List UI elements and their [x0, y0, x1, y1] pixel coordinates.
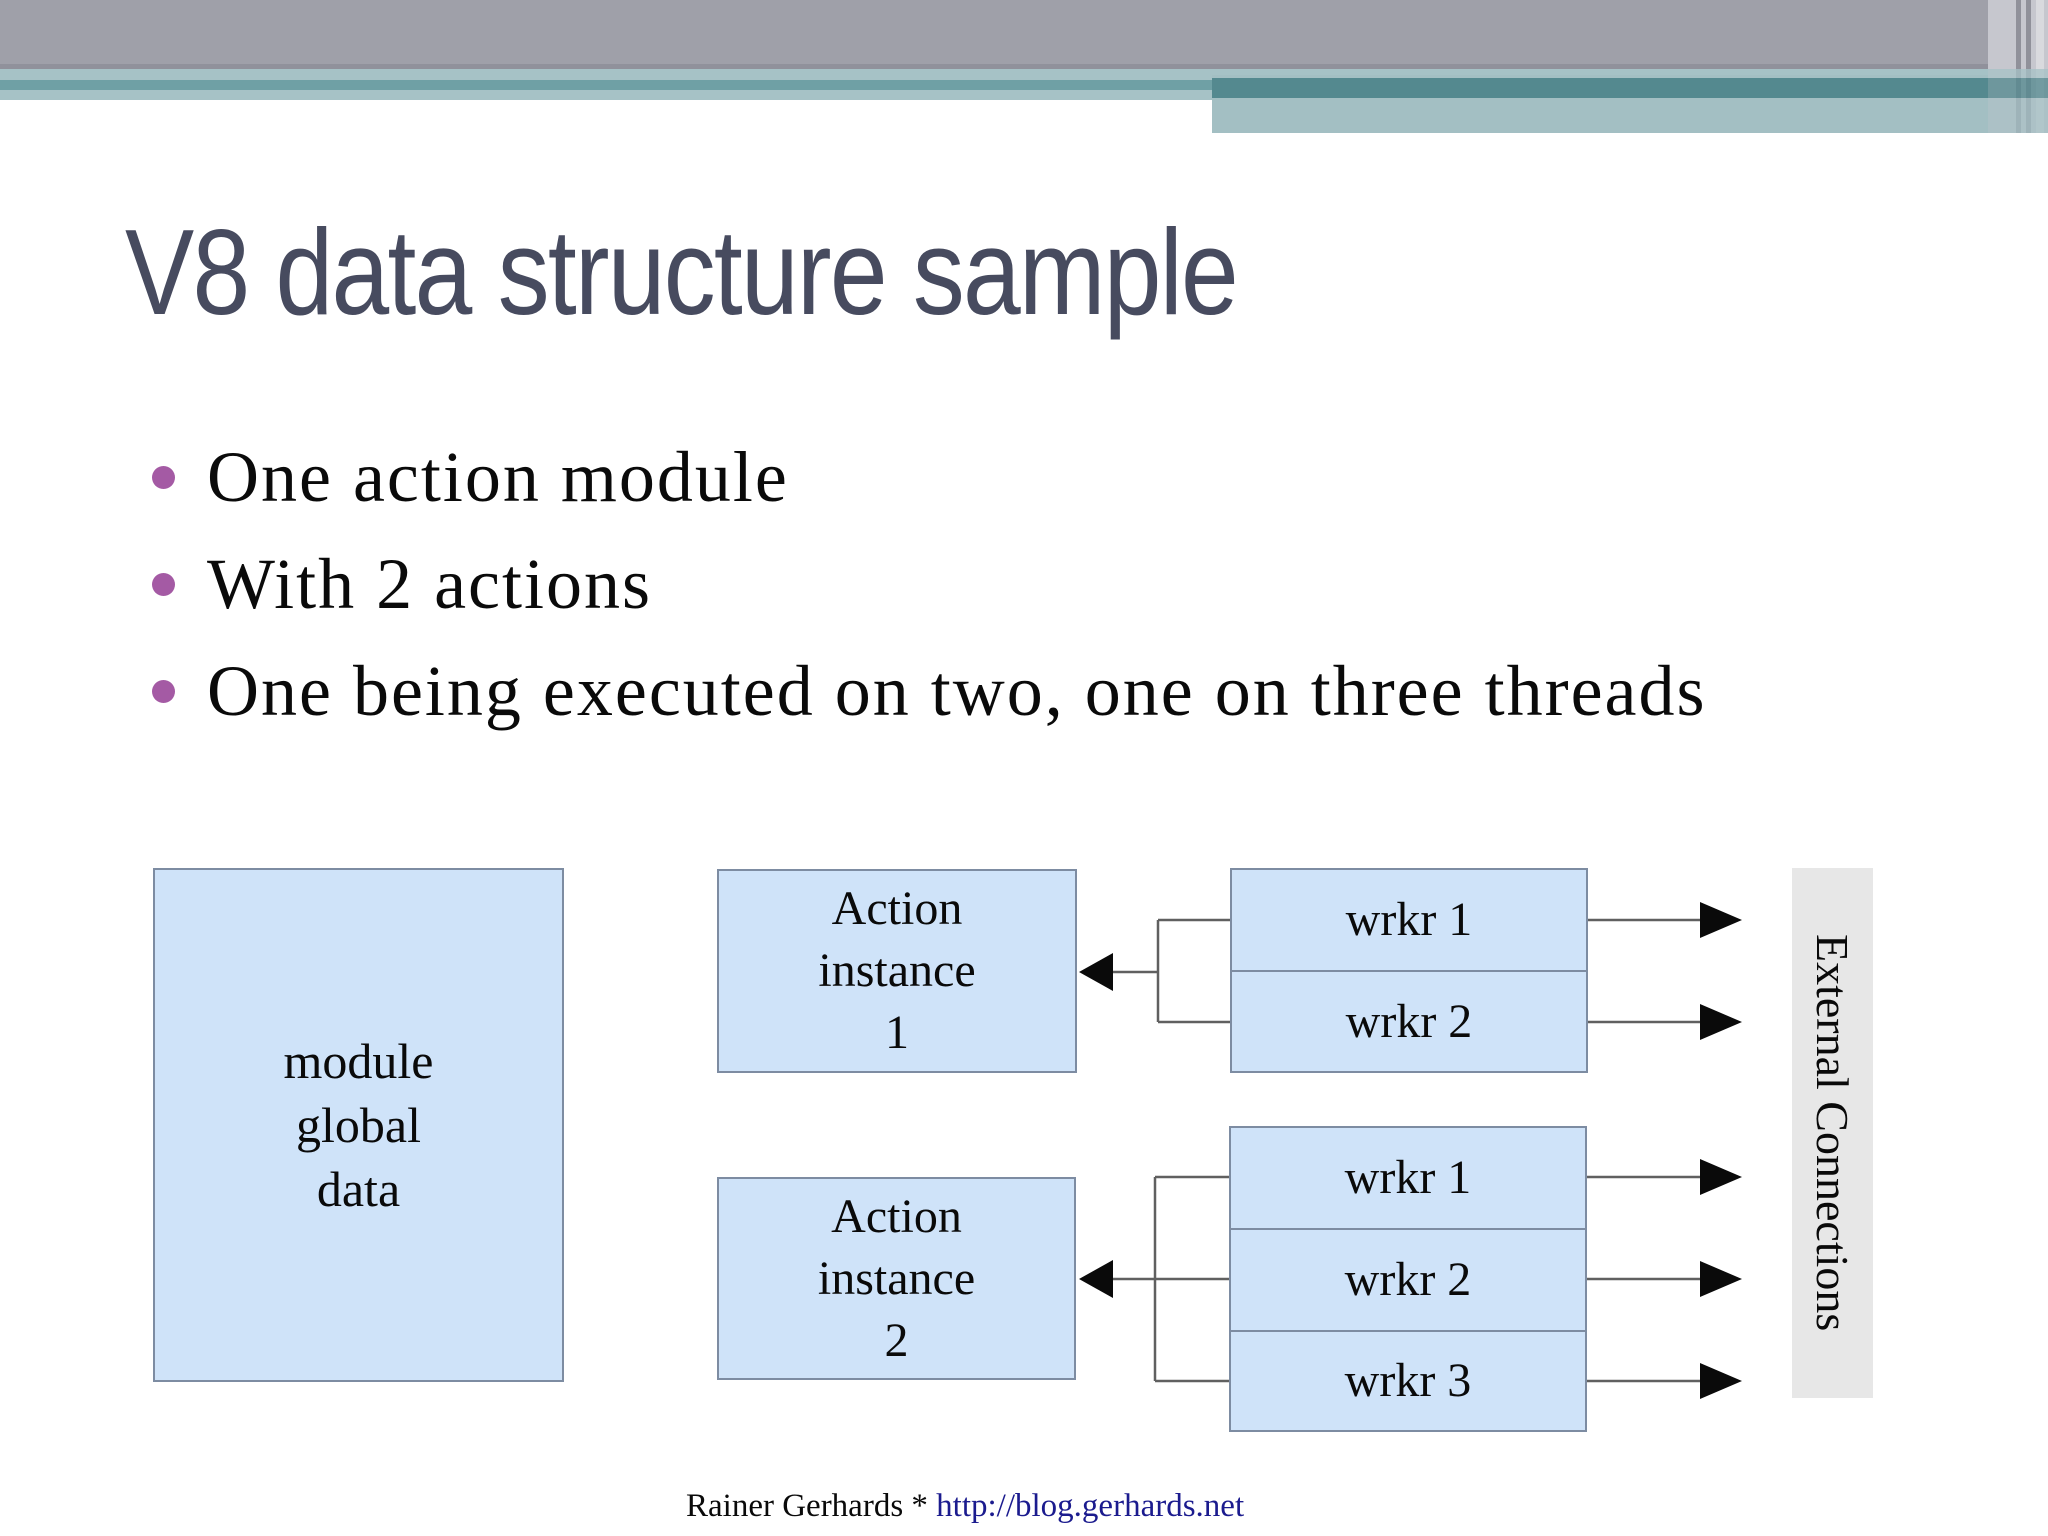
bullet-dot-icon — [152, 466, 175, 489]
bullet-text: One action module — [207, 437, 789, 517]
bullet-list: One action module With 2 actions One bei… — [152, 424, 1707, 745]
module-box-label-line: global — [296, 1097, 421, 1153]
group2-worker-2-box: wrkr 2 — [1229, 1228, 1587, 1332]
header-stripe-teal-tint — [1988, 98, 2048, 133]
header-vertical-stripe — [2036, 0, 2044, 133]
action-instance-2-label-line: 2 — [884, 1313, 909, 1367]
group1-worker-1-box: wrkr 1 — [1230, 868, 1588, 972]
module-global-data-box: module global data — [153, 868, 564, 1382]
action-instance-1-label-line: Action — [831, 882, 963, 935]
arrowhead-left-action2-icon — [1079, 1260, 1113, 1298]
worker-box-label: wrkr 2 — [1344, 1253, 1472, 1306]
worker-box-label: wrkr 1 — [1344, 1151, 1472, 1204]
bullet-dot-icon — [152, 680, 175, 703]
slide-title: V8 data structure sample — [125, 204, 1239, 340]
bullet-item: One being executed on two, one on three … — [152, 638, 1707, 745]
action-instance-1-label-line: 1 — [885, 1006, 909, 1059]
external-connections-label: External Connections — [1807, 934, 1858, 1332]
action-instance-2-box: Action instance 2 — [717, 1177, 1076, 1380]
action-instance-2-label-line: instance — [817, 1251, 976, 1305]
module-box-label-line: data — [316, 1161, 401, 1217]
module-box-label-line: module — [283, 1033, 434, 1089]
worker-box-label: wrkr 2 — [1345, 994, 1473, 1048]
header-vertical-stripe — [2026, 0, 2031, 133]
header-teal-stripe-dark — [0, 80, 2048, 90]
action-instance-1-box: Action instance 1 — [717, 869, 1077, 1073]
arrowhead-right-icon — [1700, 1004, 1742, 1040]
group1-worker-2-box: wrkr 2 — [1230, 970, 1588, 1073]
header-overlay-dark-band — [1212, 78, 1988, 98]
header-teal-stripe-light-top — [0, 69, 2048, 80]
footer-link[interactable]: http://blog.gerhards.net — [936, 1488, 1245, 1524]
arrowhead-right-icon — [1700, 1159, 1742, 1195]
header-teal-stripe-light-bottom — [0, 90, 2048, 100]
worker-box-label: wrkr 3 — [1344, 1354, 1472, 1407]
arrowhead-right-icon — [1700, 902, 1742, 938]
header-right-stripe-panel — [1988, 0, 2048, 133]
action-instance-2-label-line: Action — [831, 1189, 962, 1243]
bullet-text: With 2 actions — [207, 544, 653, 624]
external-connections-box: External Connections — [1792, 868, 1873, 1398]
action-instance-1-label-line: instance — [818, 944, 976, 997]
group2-worker-3-box: wrkr 3 — [1229, 1330, 1587, 1432]
header-stripe-teal-tint — [1988, 78, 2048, 98]
bullet-item: With 2 actions — [152, 531, 1707, 638]
header-gray-edge — [0, 64, 2048, 69]
footer-author: Rainer Gerhards * — [686, 1488, 937, 1524]
header-stripe-teal-tint — [1988, 69, 2048, 78]
group2-worker-1-box: wrkr 1 — [1229, 1126, 1587, 1230]
bullet-dot-icon — [152, 573, 175, 596]
bullet-item: One action module — [152, 424, 1707, 531]
arrowhead-right-icon — [1700, 1363, 1742, 1399]
arrowhead-left-action1-icon — [1079, 953, 1113, 991]
header-vertical-stripe — [2016, 0, 2021, 133]
arrowhead-right-icon — [1700, 1261, 1742, 1297]
worker-box-label: wrkr 1 — [1345, 893, 1473, 946]
header-gray-band — [0, 0, 2048, 64]
header-overlay-box — [1212, 75, 1988, 133]
footer: Rainer Gerhards * http://blog.gerhards.n… — [686, 1488, 1244, 1525]
bullet-text: One being executed on two, one on three … — [207, 651, 1707, 731]
